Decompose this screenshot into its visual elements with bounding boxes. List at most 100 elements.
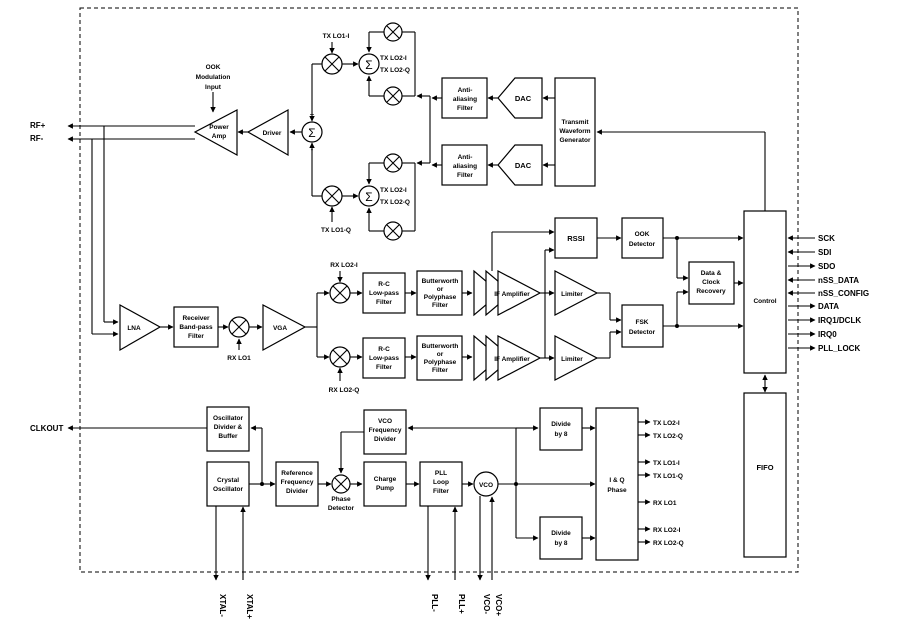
svg-text:R-C: R-C	[378, 346, 390, 353]
if-amplifier-top: IF Amplifier	[473, 269, 542, 317]
svg-text:Waveform: Waveform	[559, 128, 590, 135]
svg-text:Reference: Reference	[281, 470, 313, 477]
rf-plus-pin: RF+	[30, 121, 46, 130]
svg-text:Anti-: Anti-	[458, 154, 473, 161]
pll-minus-pin: PLL-	[430, 594, 439, 612]
svg-text:Butterworth: Butterworth	[422, 278, 459, 285]
butterworth-filter-bot	[416, 335, 463, 381]
svg-text:Limiter: Limiter	[561, 356, 583, 363]
svg-text:TX LO2-I: TX LO2-I	[380, 187, 407, 194]
svg-text:Detector: Detector	[629, 241, 656, 248]
svg-text:Crystal: Crystal	[217, 477, 239, 484]
svg-text:FSK: FSK	[636, 319, 649, 326]
svg-text:Power: Power	[209, 124, 229, 131]
svg-text:Divider &: Divider &	[214, 424, 243, 431]
svg-text:Pump: Pump	[376, 485, 394, 492]
svg-text:Σ: Σ	[308, 126, 315, 140]
svg-text:SDI: SDI	[818, 248, 831, 257]
svg-text:DATA: DATA	[818, 302, 839, 311]
svg-text:RX LO2-I: RX LO2-I	[653, 527, 681, 534]
xtal-minus-pin: XTAL-	[218, 594, 227, 617]
svg-text:FIFO: FIFO	[756, 463, 773, 472]
anti-aliasing-filter-top	[441, 77, 488, 119]
svg-text:Filter: Filter	[188, 333, 204, 340]
svg-text:Filter: Filter	[433, 488, 449, 495]
chip-boundary	[79, 7, 799, 573]
svg-text:Buffer: Buffer	[218, 433, 238, 440]
svg-text:Detector: Detector	[328, 505, 355, 512]
svg-text:SCK: SCK	[818, 234, 835, 243]
svg-text:Band-pass: Band-pass	[179, 324, 213, 331]
svg-text:Phase: Phase	[331, 496, 351, 503]
svg-text:IF Amplifier: IF Amplifier	[494, 356, 530, 363]
svg-text:Input: Input	[205, 84, 222, 91]
power-amp	[193, 109, 238, 157]
svg-text:or: or	[437, 351, 444, 358]
vco-plus-pin: VCO+	[494, 594, 503, 616]
svg-text:Filter: Filter	[457, 105, 473, 112]
svg-text:IRQ1/DCLK: IRQ1/DCLK	[818, 316, 861, 325]
svg-text:OOK: OOK	[635, 231, 650, 238]
svg-text:Limiter: Limiter	[561, 291, 583, 298]
divide-by-8-bot	[539, 516, 583, 560]
svg-text:aliasing: aliasing	[453, 163, 477, 170]
control-pins: SCK SDI SDO nSS_DATA nSS_CONFIG DATA IRQ…	[787, 234, 869, 353]
svg-text:TX LO2-I: TX LO2-I	[653, 420, 680, 427]
svg-text:R-C: R-C	[378, 281, 390, 288]
rx-lo1-label: RX LO1	[227, 355, 251, 362]
svg-text:by 8: by 8	[554, 431, 567, 438]
svg-text:TX LO2-Q: TX LO2-Q	[653, 433, 683, 440]
svg-text:Σ: Σ	[365, 190, 372, 204]
tx-summer-lower	[358, 185, 380, 207]
svg-text:Loop: Loop	[433, 479, 449, 486]
oscillator-divider-buffer	[206, 406, 250, 452]
vga	[262, 304, 307, 352]
svg-text:PLL_LOCK: PLL_LOCK	[818, 344, 860, 353]
svg-text:Driver: Driver	[263, 130, 282, 137]
svg-text:Clock: Clock	[702, 279, 720, 286]
svg-text:Transmit: Transmit	[561, 119, 589, 126]
svg-text:Generator: Generator	[559, 137, 591, 144]
svg-text:Low-pass: Low-pass	[369, 355, 399, 362]
driver-amp	[246, 108, 289, 157]
svg-text:TX LO1-I: TX LO1-I	[653, 460, 680, 467]
svg-text:TX LO1-Q: TX LO1-Q	[653, 473, 683, 480]
vco-minus-pin: VCO-	[482, 594, 491, 614]
svg-text:RX LO1: RX LO1	[653, 500, 677, 507]
svg-text:aliasing: aliasing	[453, 96, 477, 103]
svg-text:Σ: Σ	[365, 58, 372, 72]
if-amplifier-bot: IF Amplifier	[473, 334, 542, 382]
svg-text:Filter: Filter	[457, 172, 473, 179]
svg-text:Polyphase: Polyphase	[424, 294, 457, 301]
iq-outputs: TX LO2-I TX LO2-Q TX LO1-I TX LO1-Q RX L…	[638, 419, 684, 547]
svg-text:nSS_DATA: nSS_DATA	[818, 276, 859, 285]
charge-pump	[363, 461, 407, 507]
rx-lo2-i-label: RX LO2-I	[330, 262, 358, 269]
svg-text:OOK: OOK	[206, 64, 221, 71]
svg-text:VCO: VCO	[378, 418, 392, 425]
svg-text:Divide: Divide	[551, 530, 571, 537]
svg-text:Frequency: Frequency	[281, 479, 314, 486]
svg-text:Filter: Filter	[376, 364, 392, 371]
rx-lo2-q-label: RX LO2-Q	[329, 387, 360, 394]
control-block	[743, 210, 787, 374]
svg-text:Frequency: Frequency	[369, 427, 402, 434]
transmit-waveform-generator	[554, 77, 596, 187]
svg-text:IF Amplifier: IF Amplifier	[494, 291, 530, 298]
fsk-detector	[621, 304, 664, 348]
svg-text:IRQ0: IRQ0	[818, 330, 837, 339]
xtal-plus-pin: XTAL+	[245, 594, 254, 619]
dac-bot	[497, 144, 543, 186]
svg-text:Butterworth: Butterworth	[422, 343, 459, 350]
svg-text:VCO: VCO	[479, 482, 493, 489]
svg-text:RSSI: RSSI	[567, 234, 585, 243]
tx-summer-upper	[358, 53, 380, 75]
svg-text:or: or	[437, 286, 444, 293]
svg-text:Filter: Filter	[432, 302, 448, 309]
svg-text:Amp: Amp	[212, 133, 226, 140]
divide-by-8-top	[539, 407, 583, 451]
svg-text:by 8: by 8	[554, 540, 567, 547]
fifo	[743, 392, 787, 558]
svg-text:Low-pass: Low-pass	[369, 290, 399, 297]
